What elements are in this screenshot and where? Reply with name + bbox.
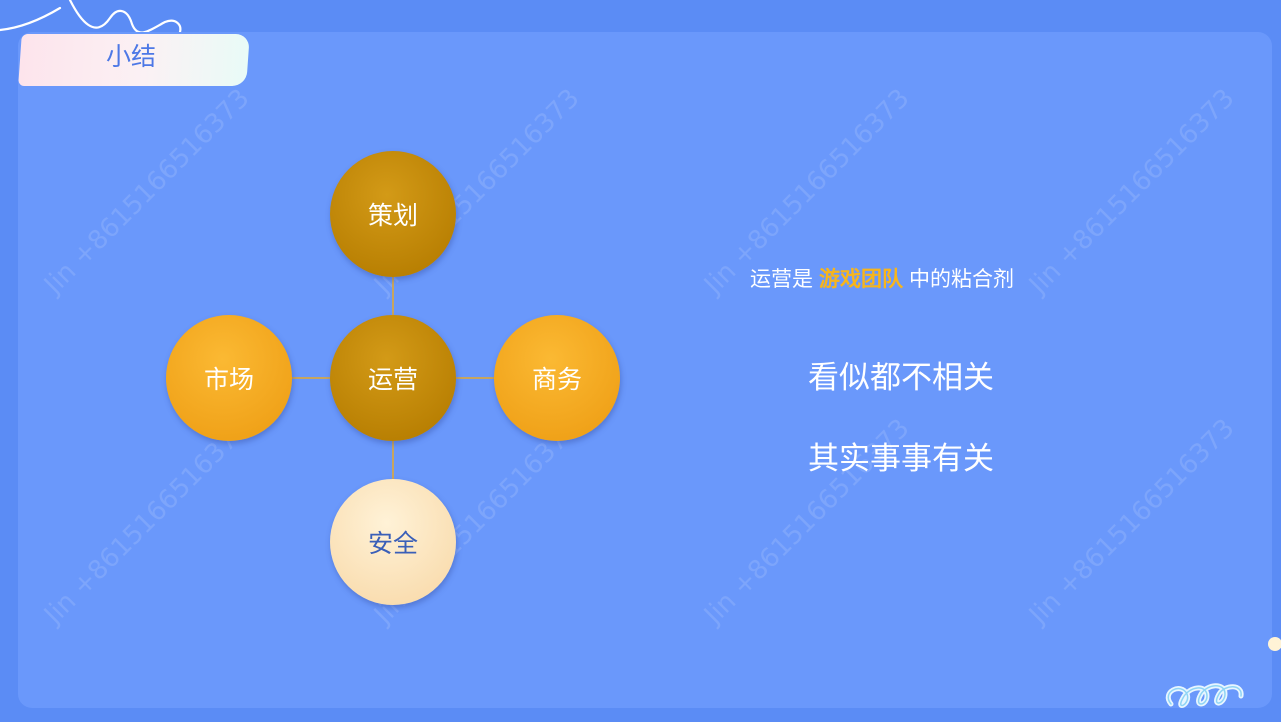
node-operations: 运营 (330, 315, 456, 441)
connector-bottom (392, 441, 394, 479)
summary-prefix: 运营是 (750, 267, 813, 291)
point-2: 其实事事有关 (808, 441, 994, 477)
summary-highlight: 游戏团队 (819, 267, 903, 291)
node-marketing: 市场 (166, 315, 292, 441)
node-label: 安全 (367, 529, 418, 558)
node-label: 运营 (367, 365, 418, 394)
node-planning: 策划 (330, 151, 456, 277)
summary-suffix: 中的粘合剂 (909, 267, 1014, 291)
node-label: 市场 (203, 365, 254, 394)
connector-left (292, 377, 330, 379)
squiggle-decoration (0, 0, 182, 34)
slide-title: 小结 (106, 42, 157, 71)
point-1: 看似都不相关 (808, 360, 994, 396)
node-security: 安全 (330, 479, 456, 605)
connector-top (392, 277, 394, 315)
curl-decoration (1165, 637, 1281, 709)
node-business: 商务 (494, 315, 620, 441)
node-label: 商务 (531, 365, 582, 394)
node-label: 策划 (367, 201, 418, 230)
connector-right (456, 377, 494, 379)
summary-statement: 运营是游戏团队中的粘合剂 (750, 264, 1014, 294)
